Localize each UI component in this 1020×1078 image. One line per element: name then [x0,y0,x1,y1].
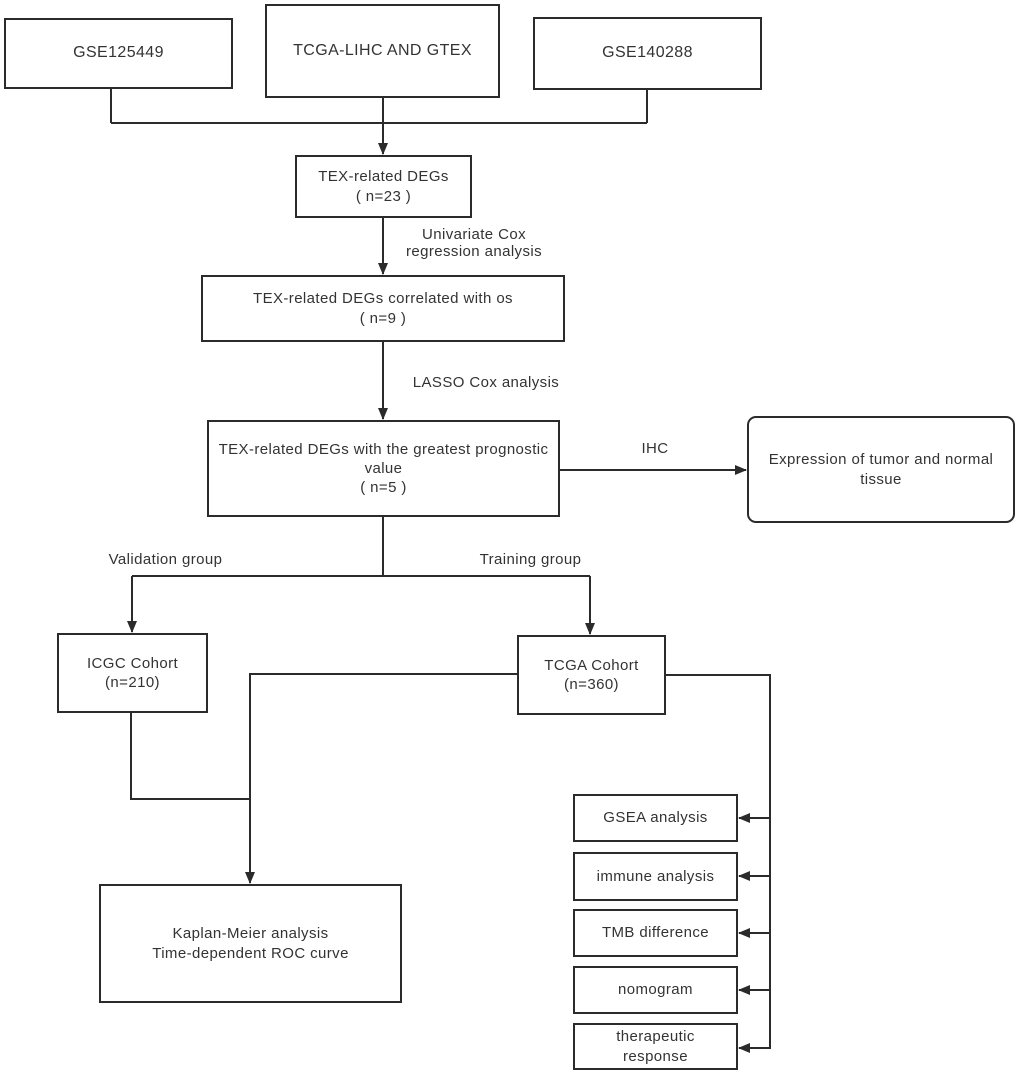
node-icgc-line2: (n=210) [105,674,160,691]
node-tex-degs-prognostic-line1: TEX-related DEGs with the greatest progn… [218,440,549,458]
node-icgc-line1: ICGC Cohort [86,654,179,672]
node-immune-analysis: immune analysis [573,852,738,901]
node-gsea-analysis: GSEA analysis [573,794,738,842]
node-kaplan-meier: Kaplan-Meier analysis Time-dependent ROC… [99,884,402,1003]
node-tmb-difference: TMB difference [573,909,738,957]
edge-label-training-text: Training group [479,551,582,568]
node-tcga-lihc-gtex-label: TCGA-LIHC AND GTEX [293,41,472,59]
node-tex-degs: TEX-related DEGs ( n=23 ) [295,155,472,218]
node-gse140288-label: GSE140288 [602,44,693,62]
edge-tcga-right-rail [666,674,771,1053]
node-tcga-lihc-gtex: TCGA-LIHC AND GTEX [265,4,500,98]
node-icgc-cohort: ICGC Cohort (n=210) [57,633,208,713]
node-tex-degs-prognostic-line3: ( n=5 ) [360,479,407,497]
node-tex-degs-prognostic: TEX-related DEGs with the greatest progn… [207,420,560,517]
edge-split-stem [132,517,590,577]
node-immune-label: immune analysis [596,867,715,885]
node-gsea-label: GSEA analysis [603,809,708,827]
node-tex-degs-os: TEX-related DEGs correlated with os ( n=… [201,275,565,342]
edge-label-univariate-cox: Univariate Cox regression analysis [394,226,554,260]
node-km-line1: Kaplan-Meier analysis [172,925,329,943]
node-tex-degs-line2: ( n=23 ) [355,187,412,205]
node-tmb-label: TMB difference [601,924,710,942]
node-tex-degs-os-line1: TEX-related DEGs correlated with os [253,290,513,308]
edge-label-lasso-cox: LASSO Cox analysis [406,374,566,391]
node-gse125449-label: GSE125449 [73,44,164,62]
node-expression-line2: tissue [860,470,902,488]
node-therapeutic-line1: therapeutic [616,1028,695,1046]
edge-label-validation-text: Validation group [108,551,223,568]
node-tex-degs-line1: TEX-related DEGs [318,168,449,186]
edge-tcga-to-km [245,673,517,884]
node-gse125449: GSE125449 [4,18,233,89]
edge-label-lasso-text: LASSO Cox analysis [412,374,560,391]
edge-label-univariate-line1: Univariate Cox [422,226,526,243]
edge-icgc-join [130,713,249,800]
node-expression-line1: Expression of tumor and normal [768,451,994,469]
node-tcga-cohort: TCGA Cohort (n=360) [517,635,666,715]
node-therapeutic-response: therapeutic response [573,1023,738,1070]
node-tcga-cohort-line2: (n=360) [564,676,619,693]
edge-label-ihc-text: IHC [641,440,669,457]
node-tcga-cohort-line1: TCGA Cohort [544,656,639,674]
edge-label-validation-group: Validation group [103,551,228,568]
node-nomogram: nomogram [573,966,738,1014]
edge-label-ihc: IHC [625,440,685,457]
node-tex-degs-os-line2: ( n=9 ) [359,309,407,327]
edge-label-training-group: Training group [468,551,593,568]
node-expression-tissue: Expression of tumor and normal tissue [747,416,1015,523]
node-gse140288: GSE140288 [533,17,762,90]
edge-top-merge [110,89,648,124]
node-km-line2: Time-dependent ROC curve [152,944,349,962]
node-therapeutic-line2: response [623,1047,688,1065]
edge-label-univariate-line2: regression analysis [406,243,542,260]
node-tex-degs-prognostic-line2: value [364,459,403,477]
node-nomogram-label: nomogram [618,981,693,999]
